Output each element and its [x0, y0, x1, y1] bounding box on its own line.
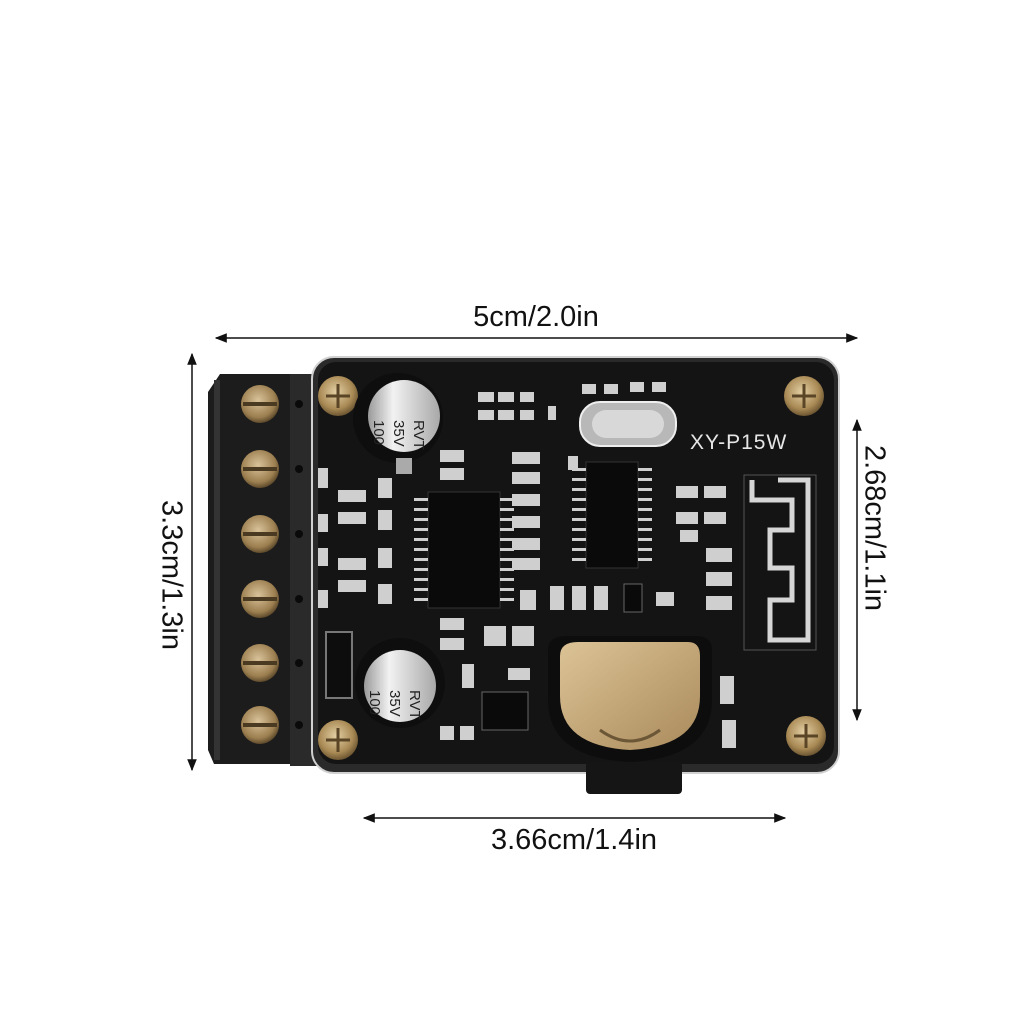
svg-text:RVT: RVT — [410, 420, 427, 450]
height-dimension-label: 3.3cm/1.3in — [155, 500, 188, 650]
dimension-arrows — [187, 333, 862, 823]
mounting-screws — [318, 376, 826, 760]
inner-height-dimension-label: 2.68cm/1.1in — [858, 444, 891, 612]
knob-shaft — [586, 762, 682, 794]
amplifier-ic — [414, 491, 514, 609]
width-dimension-label: 5cm/2.0in — [473, 301, 599, 333]
capacitor-top: 100 35V RVT — [353, 373, 443, 463]
bluetooth-ic — [572, 461, 652, 569]
capacitor-bottom: 100 35V RVT — [355, 638, 445, 728]
volume-potentiometer — [548, 636, 712, 762]
terminal-screws — [241, 385, 279, 744]
smd-components — [318, 382, 736, 748]
svg-text:35V: 35V — [390, 420, 407, 447]
inner-width-dimension-label: 3.66cm/1.4in — [490, 824, 658, 856]
svg-text:RVT: RVT — [406, 690, 423, 720]
terminal-block — [208, 374, 318, 766]
pcb-antenna — [749, 477, 811, 643]
model-label: XY-P15W — [690, 431, 787, 454]
crystal-oscillator — [579, 401, 677, 447]
svg-text:100: 100 — [366, 690, 383, 715]
svg-text:100: 100 — [370, 420, 387, 445]
svg-text:35V: 35V — [386, 690, 403, 717]
